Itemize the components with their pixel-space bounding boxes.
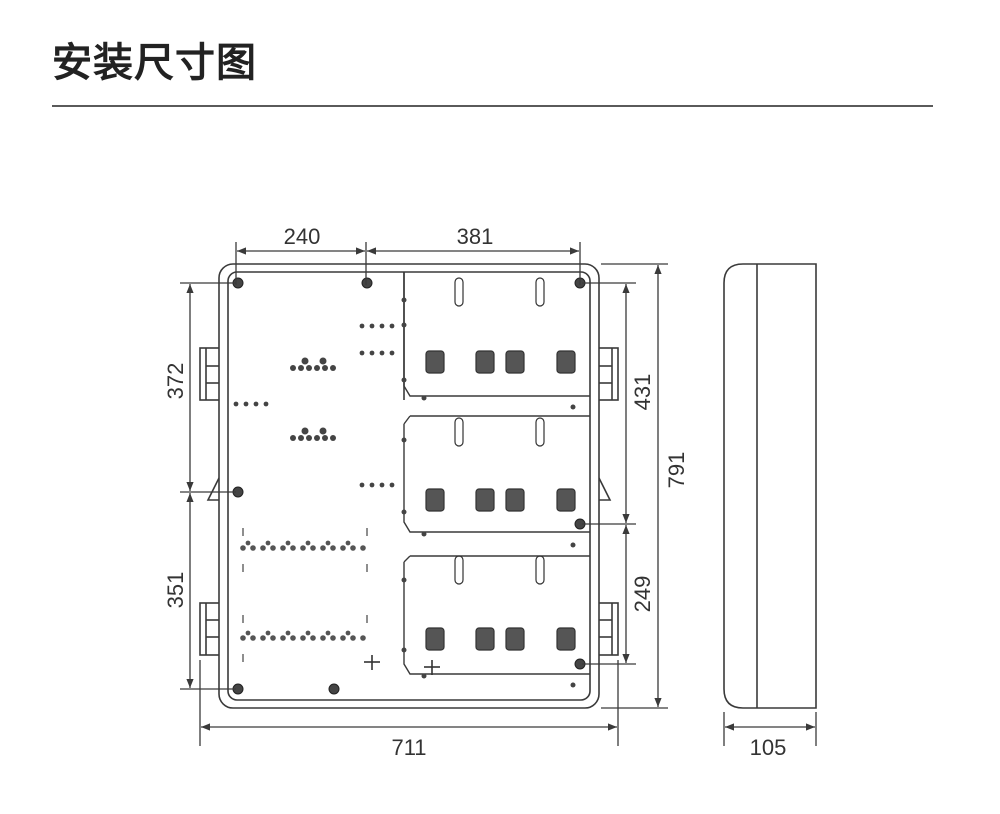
terminal-dots: [233, 323, 395, 488]
left-side-hook: [206, 477, 220, 501]
dim-right-upper-height: 431: [630, 374, 655, 411]
enclosure-inner: [227, 271, 591, 701]
enclosure-outer: [218, 263, 600, 709]
dim-left-lower-height: 351: [163, 572, 188, 609]
meter-compartment-2: [403, 415, 590, 533]
right-side-hook: [598, 477, 612, 501]
meter-compartment-1: [403, 272, 590, 397]
busbar-upper: [240, 540, 366, 551]
dim-front-right-width: 381: [457, 224, 494, 249]
dimension-lines: [180, 242, 817, 746]
front-view: [199, 263, 619, 709]
right-mounting-tab-lower: [597, 602, 619, 656]
meter-details: [401, 277, 576, 688]
side-view: [723, 263, 817, 709]
dim-front-left-width: 240: [284, 224, 321, 249]
dim-right-lower-height: 249: [630, 576, 655, 613]
dim-total-height: 791: [664, 452, 689, 489]
din-rail-marks: [242, 528, 368, 662]
left-mounting-tab-lower: [199, 602, 221, 656]
busbar-lower: [240, 630, 366, 641]
dim-depth: 105: [750, 735, 787, 760]
meter-compartment-3: [403, 555, 590, 675]
earth-symbols: [364, 655, 440, 675]
title-divider: [52, 105, 933, 107]
right-mounting-tab-upper: [597, 347, 619, 401]
dim-left-upper-height: 372: [163, 363, 188, 400]
dim-total-width: 711: [391, 735, 426, 760]
page-title: 安装尺寸图: [52, 40, 257, 86]
left-mounting-tab-upper: [199, 347, 221, 401]
